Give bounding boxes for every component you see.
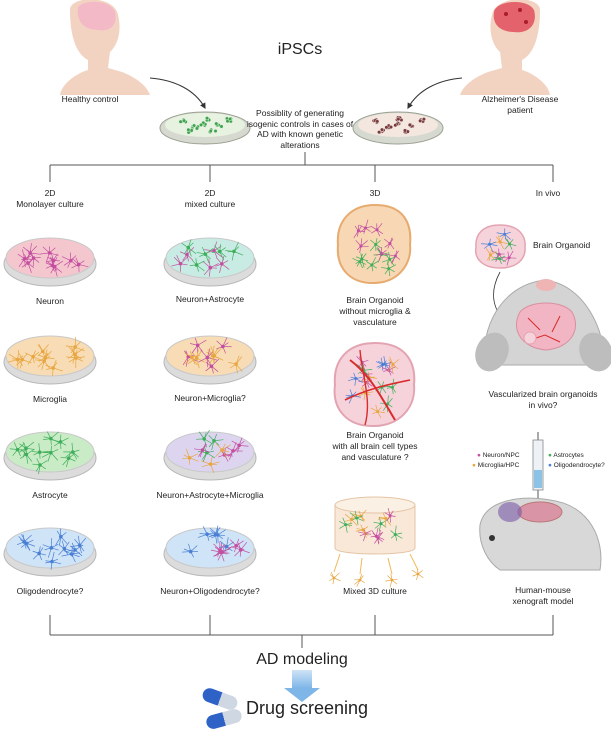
dish-microglia <box>3 335 97 385</box>
xenograft-line2: xenograft model <box>512 596 574 606</box>
mixed-3d-label: Mixed 3D culture <box>343 586 407 596</box>
dish-neuron-microglia <box>163 335 257 385</box>
mouse-head-icon <box>475 279 611 372</box>
capsule-icon <box>202 688 242 729</box>
col3d-title: 3D <box>369 188 381 198</box>
isogenic-note-line: alterations <box>280 139 320 150</box>
vascularized-line1: Vascularized brain organoids <box>488 389 598 399</box>
legend-microglia: ● Microglia/HPC <box>472 462 520 469</box>
drug-screening-label: Drug screening <box>246 698 369 718</box>
organoid-without-microglia <box>336 203 412 285</box>
isogenic-note-line: isogenic controls in cases of <box>246 118 354 129</box>
ad-label-line2: patient <box>507 105 533 115</box>
col2dmixed-title-line2: mixed culture <box>184 199 236 209</box>
legend-oligo: ● Oligodendrocyte? <box>548 462 605 469</box>
healthy-person-icon <box>60 0 150 95</box>
ad-patient-icon <box>460 0 550 95</box>
down-arrow-icon <box>292 670 312 688</box>
xenograft-line1: Human-mouse <box>515 585 571 595</box>
label-oligodendrocyte: Oligodendrocyte? <box>16 586 84 596</box>
isogenic-note-line: AD with known genetic <box>257 129 343 139</box>
label-neuron-astrocyte-microglia: Neuron+Astrocyte+Microglia <box>156 490 264 500</box>
legend-astrocytes: ● Astrocytes <box>548 452 584 459</box>
dish-neuron-astrocyte <box>163 237 257 287</box>
ad-modeling-label: AD modeling <box>256 651 348 668</box>
invivo-organoid <box>474 224 526 269</box>
organoid2-line1: Brain Organoid <box>346 430 404 440</box>
mixed-3d-culture <box>329 496 424 588</box>
vascularized-line2: in vivo? <box>528 400 558 410</box>
organoid-all-cell-types <box>333 341 416 428</box>
colvivo-title: In vivo <box>535 188 561 198</box>
label-neuron-oligodendrocyte: Neuron+Oligodendrocyte? <box>160 586 260 596</box>
label-astrocyte: Astrocyte <box>32 490 68 500</box>
organoid1-line3: vasculature <box>353 317 397 327</box>
healthy-ipsc-dish <box>159 111 251 145</box>
dish-neuron-astrocyte-microglia <box>163 430 257 481</box>
healthy-control-label: Healthy control <box>61 94 119 104</box>
organoid1-line2: without microglia & <box>339 306 411 316</box>
xenograft-mouse-icon <box>479 432 602 571</box>
dish-neuron <box>3 237 97 287</box>
col2dmixed-title-line1: 2D <box>204 188 216 198</box>
dish-astrocyte <box>3 431 97 481</box>
isogenic-note-line: Possiblity of generating <box>256 108 344 118</box>
invivo-organoid-label: Brain Organoid <box>533 240 591 250</box>
col2d-title-line2: Monolayer culture <box>16 199 84 209</box>
organoid2-line3: and vasculature ? <box>341 452 409 462</box>
organoid1-line1: Brain Organoid <box>346 295 404 305</box>
ipscs-title: iPSCs <box>277 41 323 58</box>
dish-oligodendrocyte <box>3 527 97 577</box>
ad-label-line1: Alzheimer's Disease <box>481 94 559 104</box>
organoid2-line2: with all brain cell types <box>332 441 418 451</box>
label-microglia: Microglia <box>32 394 68 404</box>
label-neuron-microglia: Neuron+Microglia? <box>174 393 246 403</box>
label-neuron-astrocyte: Neuron+Astrocyte <box>175 294 245 304</box>
ad-ipsc-dish <box>352 111 444 145</box>
dish-neuron-oligodendrocyte <box>163 525 257 577</box>
col2d-title-line1: 2D <box>44 188 56 198</box>
label-neuron: Neuron <box>36 296 64 306</box>
legend-neuron: ● Neuron/NPC <box>477 452 520 459</box>
branch-lines <box>49 152 554 648</box>
